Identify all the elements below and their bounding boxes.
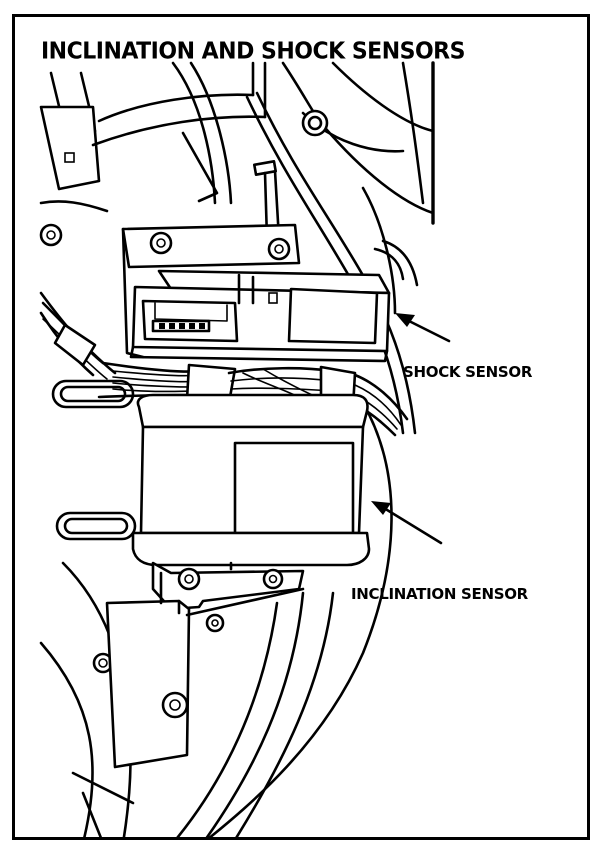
callout-arrows	[371, 313, 451, 545]
sensor-illustration	[39, 61, 451, 837]
inclination-sensor	[131, 393, 371, 571]
lower-bracket	[105, 561, 305, 769]
page-frame: INCLINATION AND SHOCK SENSORS SHOCK SENS…	[12, 14, 590, 840]
shock-sensor-label: SHOCK SENSOR	[403, 363, 533, 381]
shock-sensor	[121, 223, 391, 363]
inclination-sensor-label: INCLINATION SENSOR	[351, 585, 528, 603]
frame-structure	[39, 61, 435, 837]
diagram-title: INCLINATION AND SHOCK SENSORS	[41, 38, 465, 65]
